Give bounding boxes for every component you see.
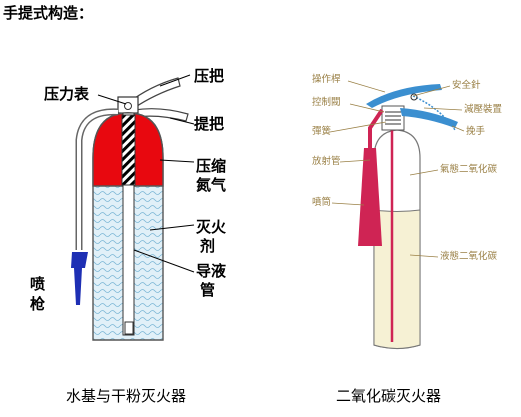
label-liquid-co2: 液態二氧化碳 xyxy=(440,251,498,262)
label-agent-1: 灭火 xyxy=(196,218,227,236)
discharge-tube xyxy=(368,108,384,150)
label-nozzle-1: 喷 xyxy=(30,275,46,293)
lower-handle xyxy=(400,108,458,128)
label-hand-grip: 挽手 xyxy=(466,126,486,137)
label-press-handle: 压把 xyxy=(194,67,225,85)
label-nozzle-2: 枪 xyxy=(30,295,46,313)
liquid-section xyxy=(373,209,421,349)
label-agent-2: 剂 xyxy=(200,237,216,255)
label-carry-handle: 提把 xyxy=(194,115,225,133)
co2-extinguisher xyxy=(329,80,465,350)
label-safety-pin: 安全針 xyxy=(452,80,481,91)
water-powder-extinguisher xyxy=(71,74,195,341)
label-horn: 噴筒 xyxy=(312,197,332,208)
caption-water-powder: 水基与干粉灭火器 xyxy=(66,387,187,405)
label-compressed-gas-2: 氮气 xyxy=(196,176,227,194)
label-tube-1: 导液 xyxy=(196,262,227,280)
spring xyxy=(385,111,401,125)
label-spring: 彈簧 xyxy=(312,126,332,137)
dip-tube xyxy=(122,112,135,336)
label-operating-lever: 操作桿 xyxy=(312,74,341,85)
discharge-horn xyxy=(358,148,382,246)
label-pressure-gauge: 压力表 xyxy=(44,85,90,103)
page-title: 手提式构造： xyxy=(3,4,94,22)
caption-co2: 二氧化碳灭火器 xyxy=(336,387,442,405)
press-handle xyxy=(127,77,181,109)
label-control-valve: 控制閥 xyxy=(312,97,341,108)
label-discharge-tube: 放射管 xyxy=(312,156,341,167)
label-gas-co2: 氣態二氧化碳 xyxy=(440,164,498,175)
label-tube-2: 管 xyxy=(200,281,216,299)
label-pressure-reducer: 減壓裝置 xyxy=(464,104,503,115)
nozzle xyxy=(71,252,88,305)
operating-lever xyxy=(366,84,442,108)
label-compressed-gas-1: 压缩 xyxy=(196,157,227,175)
